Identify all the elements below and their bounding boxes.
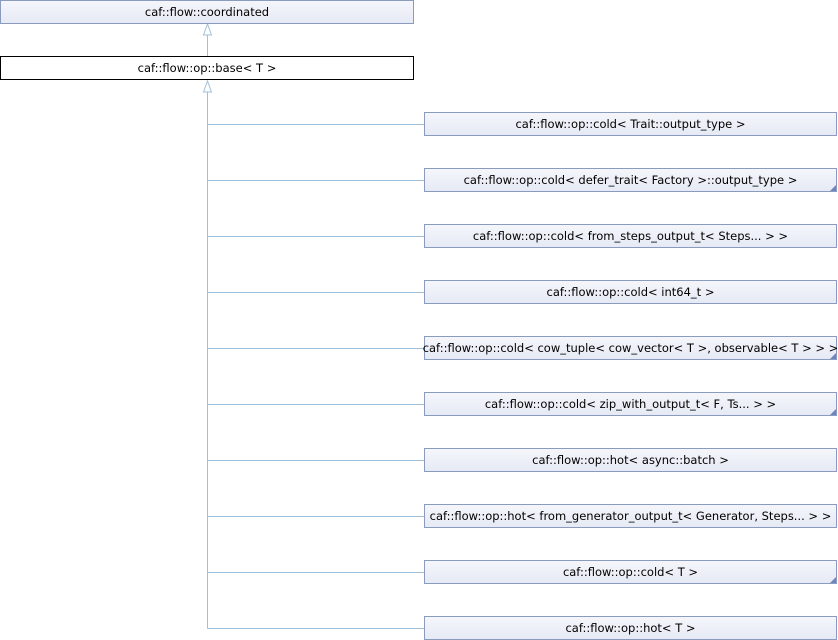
- derived-class-node[interactable]: caf::flow::op::cold< defer_trait< Factor…: [424, 168, 837, 192]
- derived-class-node[interactable]: caf::flow::op::cold< T >: [424, 560, 837, 584]
- more-descendants-marker: [830, 409, 836, 415]
- inheritance-arrowhead-parent: [202, 22, 213, 36]
- derived-class-label: caf::flow::op::cold< T >: [562, 565, 699, 579]
- derived-class-node[interactable]: caf::flow::op::cold< cow_tuple< cow_vect…: [422, 336, 838, 360]
- derived-class-label: caf::flow::op::cold< int64_t >: [546, 285, 715, 299]
- derived-class-label: caf::flow::op::cold< zip_with_output_t< …: [484, 397, 777, 411]
- derived-class-node[interactable]: caf::flow::op::cold< zip_with_output_t< …: [424, 392, 837, 416]
- derived-class-node[interactable]: caf::flow::op::hot< async::batch >: [424, 448, 837, 472]
- parent-class-node[interactable]: caf::flow::coordinated: [0, 0, 414, 24]
- current-class-node: caf::flow::op::base< T >: [0, 56, 414, 80]
- derived-class-label: caf::flow::op::cold< defer_trait< Factor…: [463, 173, 798, 187]
- derived-class-label: caf::flow::op::hot< T >: [565, 621, 696, 635]
- inheritance-arrowhead: [202, 79, 213, 93]
- more-descendants-marker: [830, 185, 836, 191]
- more-descendants-marker: [830, 577, 836, 583]
- derived-class-node[interactable]: caf::flow::op::hot< T >: [424, 616, 837, 640]
- derived-class-node[interactable]: caf::flow::op::cold< Trait::output_type …: [424, 112, 837, 136]
- derived-class-label: caf::flow::op::hot< async::batch >: [532, 453, 729, 467]
- derived-class-node[interactable]: caf::flow::op::hot< from_generator_outpu…: [424, 504, 837, 528]
- parent-class-label: caf::flow::coordinated: [144, 5, 270, 19]
- derived-class-label: caf::flow::op::cold< from_steps_output_t…: [472, 229, 789, 243]
- derived-class-label: caf::flow::op::cold< cow_tuple< cow_vect…: [422, 341, 838, 355]
- current-class-label: caf::flow::op::base< T >: [137, 61, 277, 75]
- more-descendants-marker: [830, 353, 836, 359]
- derived-class-node[interactable]: caf::flow::op::cold< int64_t >: [424, 280, 837, 304]
- derived-class-label: caf::flow::op::cold< Trait::output_type …: [515, 117, 746, 131]
- derived-class-label: caf::flow::op::hot< from_generator_outpu…: [429, 509, 832, 523]
- derived-class-node[interactable]: caf::flow::op::cold< from_steps_output_t…: [424, 224, 837, 248]
